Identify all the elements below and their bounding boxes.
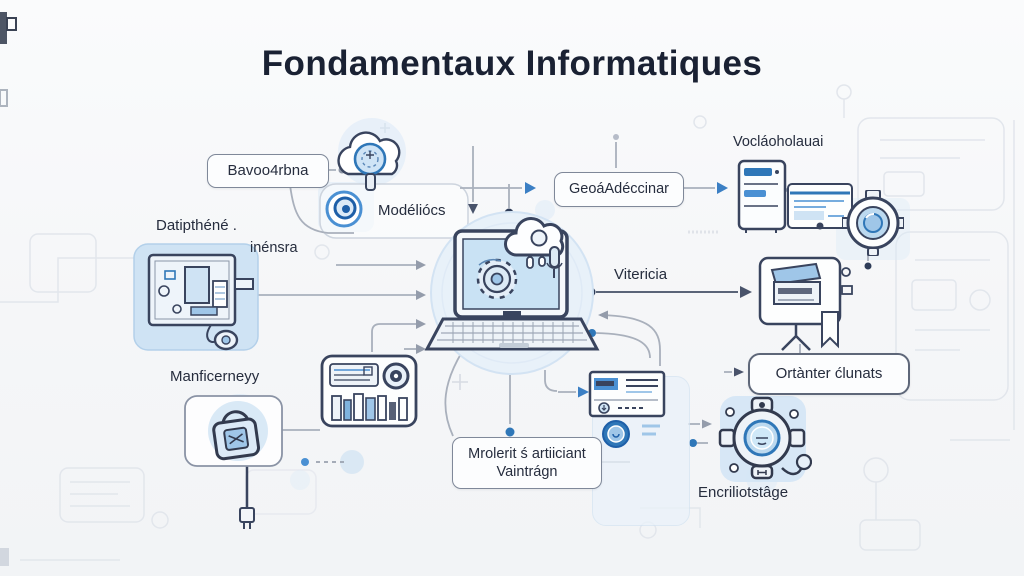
server-tower-icon bbox=[736, 158, 790, 234]
page-title: Fondamentaux Informatiques bbox=[261, 44, 763, 83]
node-label-voclaoholauai: Vocláoholauai bbox=[733, 134, 824, 150]
node-label-vitericia: Vitericia bbox=[614, 266, 668, 283]
node-box-ortanter: Ortànter ćlunats bbox=[748, 353, 910, 395]
node-label-line1: Mrolerit ś artiiciant bbox=[468, 445, 586, 462]
gear-camera-icon bbox=[712, 390, 812, 490]
node-label-datipthene: Datipthéné . bbox=[156, 217, 237, 234]
node-label-manficerneyy: Manficerneyy bbox=[170, 368, 260, 385]
control-panel-icon bbox=[320, 352, 420, 430]
monitor-circuit-icon bbox=[133, 243, 259, 355]
node-box-geoadeccinar: GeoáAdéccinar bbox=[554, 172, 684, 207]
node-box-bavoo4rbna: Bavoo4rbna bbox=[207, 154, 329, 188]
cloud-search-icon bbox=[326, 122, 410, 194]
node-label-modeliocs: Modéliócs bbox=[378, 202, 446, 219]
node-label: Ortànter ćlunats bbox=[775, 364, 883, 382]
node-label: GeoáAdéccinar bbox=[569, 181, 669, 198]
padlock-icon bbox=[183, 393, 285, 473]
card-reader-icon bbox=[588, 368, 674, 454]
browser-window-icon bbox=[786, 180, 856, 232]
node-label: Bavoo4rbna bbox=[227, 161, 309, 179]
laptop-cloud-icon bbox=[417, 205, 607, 381]
camera-lens-icon bbox=[842, 190, 904, 256]
spiral-lens-icon bbox=[322, 186, 368, 232]
node-label-line2: Vaintrágn bbox=[496, 464, 558, 480]
node-box-mrolerit: Mrolerit ś artiiciant Vaintrágn bbox=[452, 437, 602, 489]
node-label-inensra: inénsra bbox=[250, 240, 298, 256]
node-label-encriliotstage: Encriliotstâge bbox=[698, 484, 789, 501]
printer-icon bbox=[758, 252, 854, 352]
